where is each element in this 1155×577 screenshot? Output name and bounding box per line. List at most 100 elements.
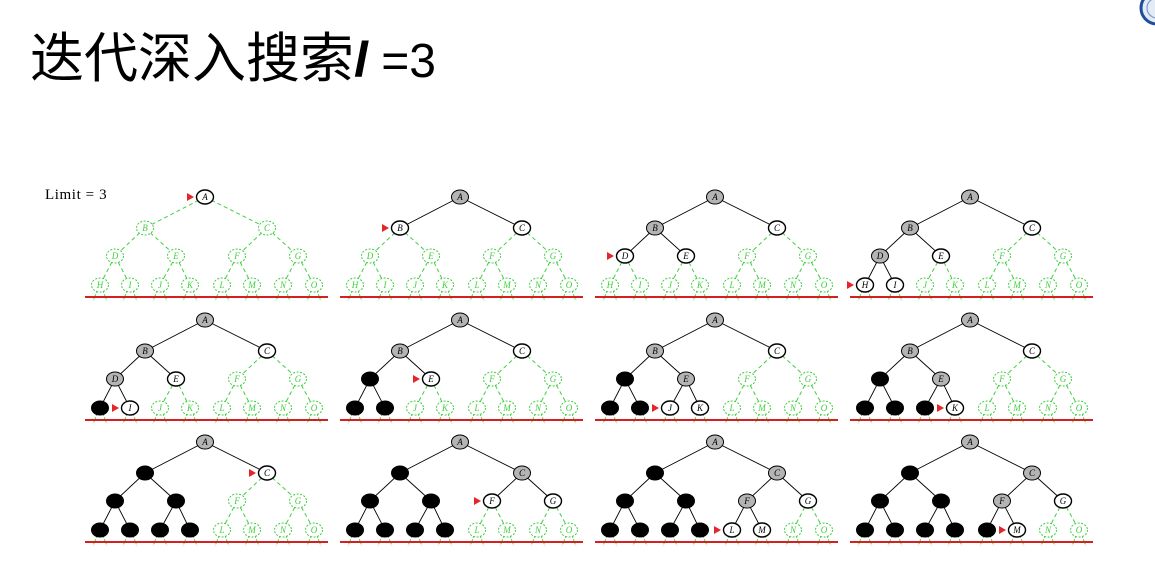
node-K: K [436,277,454,293]
node-I [631,400,649,416]
node-F: F [993,371,1011,387]
node-H-circle [91,277,109,293]
node-label-N: N [789,280,797,290]
limit-label: Limit = 3 [45,187,108,203]
node-label-J: J [158,280,163,290]
edge-E-J [924,255,942,286]
node-label-I: I [638,280,643,290]
node-label-A: A [966,315,973,325]
edge-G-N [1047,255,1064,286]
current-node-pointer [187,193,194,201]
node-label-M: M [502,525,511,535]
node-label-E: E [172,251,179,261]
node-label-D: D [111,374,119,384]
edge-A-B [909,441,971,474]
node-J: J [406,277,424,293]
node-I: I [121,277,139,293]
node-D: D [871,248,889,264]
node-label-M: M [1012,525,1021,535]
node-B: B [390,220,410,236]
node-N: N [1039,400,1057,416]
edge-F-M [746,255,763,286]
node-H [856,522,874,538]
node-H-circle [855,277,875,293]
node-label-M: M [1012,403,1021,413]
node-label-F: F [998,496,1005,506]
node-label-G: G [550,251,557,261]
node-D: D [361,248,379,264]
node-label-I: I [893,280,898,290]
node-D-circle [106,493,124,509]
node-C: C [512,343,532,359]
node-E-circle [932,371,950,387]
node-N: N [784,522,802,538]
node-A-circle [196,434,214,450]
node-label-B: B [652,346,658,356]
edge-F-L [476,255,493,286]
node-J: J [151,400,169,416]
node-K: K [436,400,454,416]
node-label-F: F [233,496,240,506]
node-B: B [391,343,409,359]
node-G-circle [544,371,562,387]
node-label-M: M [247,525,256,535]
node-label-J: J [413,403,418,413]
node-label-C: C [1029,223,1036,233]
node-K-circle [181,277,199,293]
node-label-M: M [502,403,511,413]
node-E-circle [677,493,695,509]
node-label-A: A [711,315,718,325]
node-K-circle [945,400,965,416]
node-N-circle [529,400,547,416]
edge-E-J [669,255,687,286]
node-F-circle [993,371,1011,387]
edge-A-C [714,319,778,352]
node-B: B [646,220,664,236]
node-B-circle [646,465,664,481]
node-L-circle [468,400,486,416]
node-J [661,522,679,538]
edge-G-O [552,255,570,286]
node-label-N: N [1044,525,1052,535]
node-F-circle [482,493,502,509]
node-label-F: F [488,374,495,384]
node-label-N: N [279,525,287,535]
node-label-A: A [201,315,208,325]
node-O: O [305,277,323,293]
node-G: G [289,371,307,387]
node-L: L [723,400,741,416]
node-A-circle [196,312,214,328]
node-I [121,522,139,538]
edge-F-L [221,255,238,286]
current-node-pointer [382,224,389,232]
node-F: F [993,493,1011,509]
node-F-circle [228,371,246,387]
node-A-circle [451,189,469,205]
node-O-circle [305,400,323,416]
node-F: F [482,493,502,509]
node-K-circle [436,400,454,416]
node-C-circle [512,220,532,236]
node-I-circle [121,277,139,293]
node-label-C: C [264,346,271,356]
edge-A-B [399,441,461,474]
edge-A-B [654,196,716,229]
node-E-circle [166,371,186,387]
node-label-G: G [805,251,812,261]
node-I: I [376,277,394,293]
node-O-circle [815,277,833,293]
node-E [422,493,440,509]
node-O: O [815,522,833,538]
edge-F-L [986,255,1003,286]
node-M: M [1007,522,1027,538]
node-label-O: O [566,280,573,290]
node-label-L: L [983,403,989,413]
node-A-circle [706,312,724,328]
node-L: L [978,277,996,293]
node-N: N [529,522,547,538]
node-C: C [767,343,787,359]
node-L-circle [978,522,996,538]
